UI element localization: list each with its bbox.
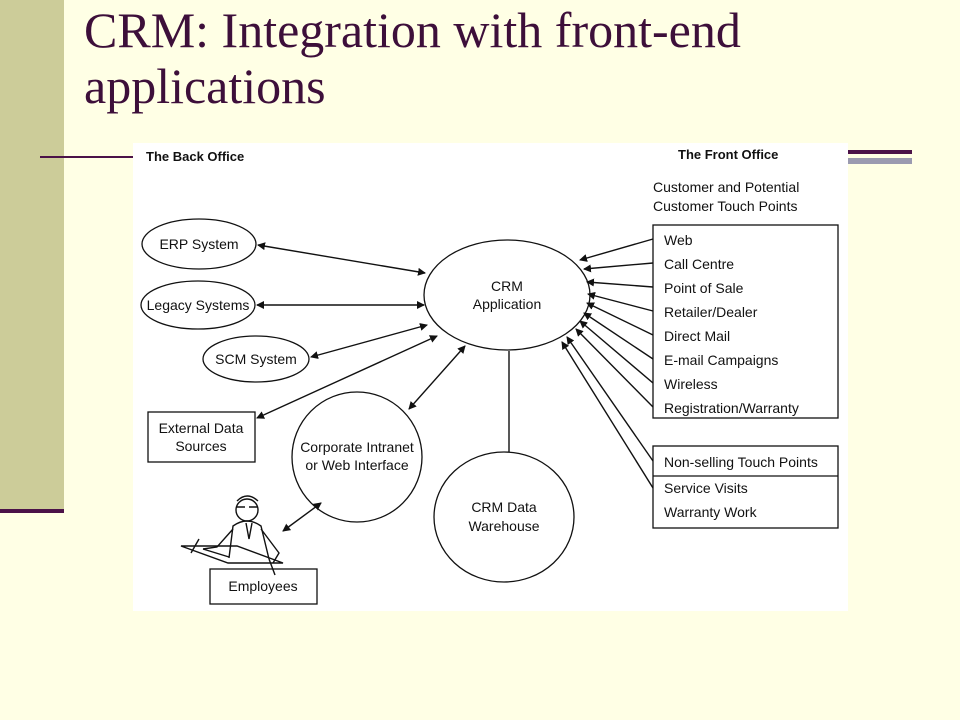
slide-title-line-1: CRM: Integration with front-end (84, 2, 741, 58)
touch-point-call-centre: Call Centre (664, 256, 734, 272)
touch-point-registration-warranty: Registration/Warranty (664, 400, 799, 416)
non-selling-warranty-work: Warranty Work (664, 504, 758, 520)
legacy-systems-node (140, 280, 256, 330)
back-office-header: The Back Office (146, 149, 244, 164)
customer-touch-points-box (652, 224, 839, 419)
front-office-header: The Front Office (678, 147, 778, 162)
crm-application-label-1: CRM (491, 278, 523, 294)
corporate-intranet-label-1: Corporate Intranet (300, 439, 414, 455)
non-selling-header: Non-selling Touch Points (664, 454, 818, 470)
touch-point-email-campaigns: E-mail Campaigns (664, 352, 778, 368)
slide-title-line-2: applications (84, 58, 326, 114)
title-rule-right (846, 150, 912, 154)
touch-point-web: Web (664, 232, 693, 248)
customer-touch-header-1: Customer and Potential (653, 179, 799, 195)
corporate-intranet-label-2: or Web Interface (305, 457, 408, 473)
crm-integration-diagram: The Back Office The Front Office CRM App… (133, 143, 848, 611)
title-rule-left (40, 156, 135, 158)
employees-box (209, 568, 318, 605)
employee-at-desk-icon (180, 495, 284, 576)
title-rule-right-shadow (846, 158, 912, 164)
touch-point-point-of-sale: Point of Sale (664, 280, 744, 296)
touch-point-direct-mail: Direct Mail (664, 328, 730, 344)
left-accent-line (0, 509, 64, 513)
front-office-connectors (561, 238, 654, 489)
scm-system-label: SCM System (215, 351, 297, 367)
crm-data-warehouse-label-2: Warehouse (468, 518, 539, 534)
crm-data-warehouse-label-1: CRM Data (471, 499, 537, 515)
erp-system-label: ERP System (159, 236, 238, 252)
external-data-label-1: External Data (159, 420, 244, 436)
customer-touch-header-2: Customer Touch Points (653, 198, 797, 214)
back-office-connectors (256, 242, 510, 532)
employees-label: Employees (228, 578, 297, 594)
external-data-label-2: Sources (175, 438, 226, 454)
non-selling-service-visits: Service Visits (664, 480, 748, 496)
slide-title: CRM: Integration with front-end applicat… (84, 2, 924, 114)
crm-data-warehouse-node (433, 451, 575, 583)
legacy-systems-label: Legacy Systems (147, 297, 250, 313)
left-accent-bar (0, 0, 64, 512)
crm-application-node (423, 239, 591, 351)
crm-application-label-2: Application (473, 296, 542, 312)
touch-point-retailer-dealer: Retailer/Dealer (664, 304, 758, 320)
diagram-canvas: The Back Office The Front Office CRM App… (140, 147, 839, 605)
touch-point-wireless: Wireless (664, 376, 718, 392)
erp-system-node (141, 218, 257, 270)
external-data-sources-box (147, 411, 256, 463)
